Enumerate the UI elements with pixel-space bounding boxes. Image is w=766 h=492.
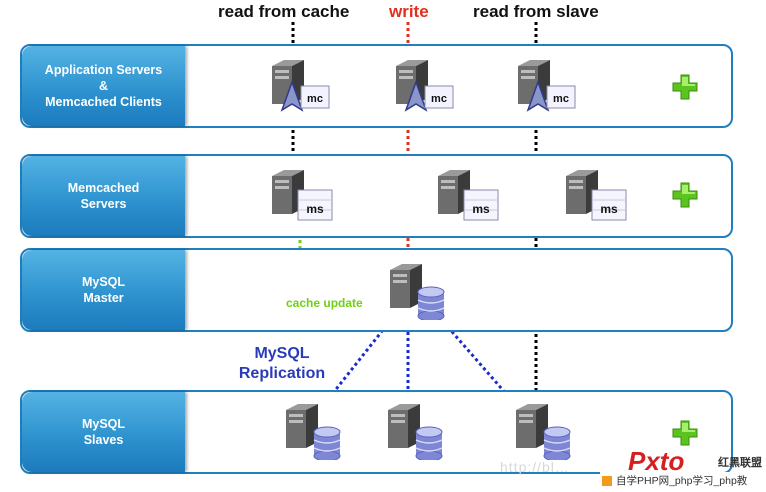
add-app-server-plus-icon[interactable] <box>672 74 698 100</box>
mysql-slave-server-icon <box>516 404 571 460</box>
ms-badge: ms <box>472 202 490 216</box>
tier-label-memcached-servers: Memcached Servers <box>22 156 185 236</box>
mysql-replication-label: MySQL Replication <box>238 345 326 382</box>
tier-label-app-servers: Application Servers & Memcached Clients <box>22 46 185 126</box>
read-from-slave-label: read from slave <box>473 2 599 21</box>
tier-label-mysql-master: MySQL Master <box>22 250 185 330</box>
ms-badge: ms <box>306 202 324 216</box>
watermark-sub: 自学PHP网_php学习_php教 <box>600 472 752 490</box>
mysql-slave-server-icon <box>286 404 341 460</box>
watermark-brand: Pxto <box>628 446 685 476</box>
app-server-mc-icon: mc <box>518 60 576 112</box>
add-mysql-slave-plus-icon[interactable] <box>672 420 698 446</box>
app-server-mc-icon: mc <box>396 60 454 112</box>
mysql-slave-server-icon <box>388 404 443 460</box>
memcached-server-ms-icon: ms <box>272 170 333 221</box>
write-label: write <box>389 2 429 21</box>
tier-label-mysql-slaves: MySQL Slaves <box>22 392 185 472</box>
cache-update-label: cache update <box>286 296 363 310</box>
read-from-cache-label: read from cache <box>218 2 350 21</box>
add-memcached-server-plus-icon[interactable] <box>672 182 698 208</box>
mc-badge: mc <box>431 93 447 105</box>
watermark-cn: 红黑联盟 <box>718 457 762 469</box>
ms-badge: ms <box>600 202 618 216</box>
watermark-url: http://bl… <box>500 459 570 475</box>
mc-badge: mc <box>553 93 569 105</box>
memcached-server-ms-icon: ms <box>438 170 499 221</box>
memcached-server-ms-icon: ms <box>566 170 627 221</box>
mc-badge: mc <box>307 93 323 105</box>
app-server-mc-icon: mc <box>272 60 330 112</box>
mysql-master-server-icon <box>390 264 445 320</box>
